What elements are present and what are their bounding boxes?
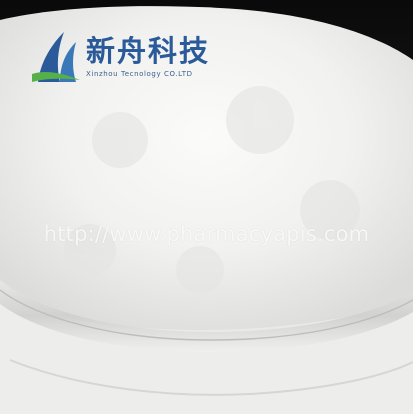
sail-logo-icon [32, 32, 80, 82]
company-name-en: Xinzhou Tecnology CO.LTD [86, 70, 193, 78]
website-watermark: http://www.pharmacyapis.com [43, 222, 370, 246]
company-name-cn: 新舟科技 [86, 34, 211, 68]
glass-dish-rim [0, 280, 413, 352]
dish-bottom-edge [9, 359, 413, 396]
dish-rim-highlight [0, 289, 413, 341]
company-logo: 新舟科技 Xinzhou Tecnology CO.LTD [30, 30, 220, 92]
powder-texture [64, 86, 360, 294]
